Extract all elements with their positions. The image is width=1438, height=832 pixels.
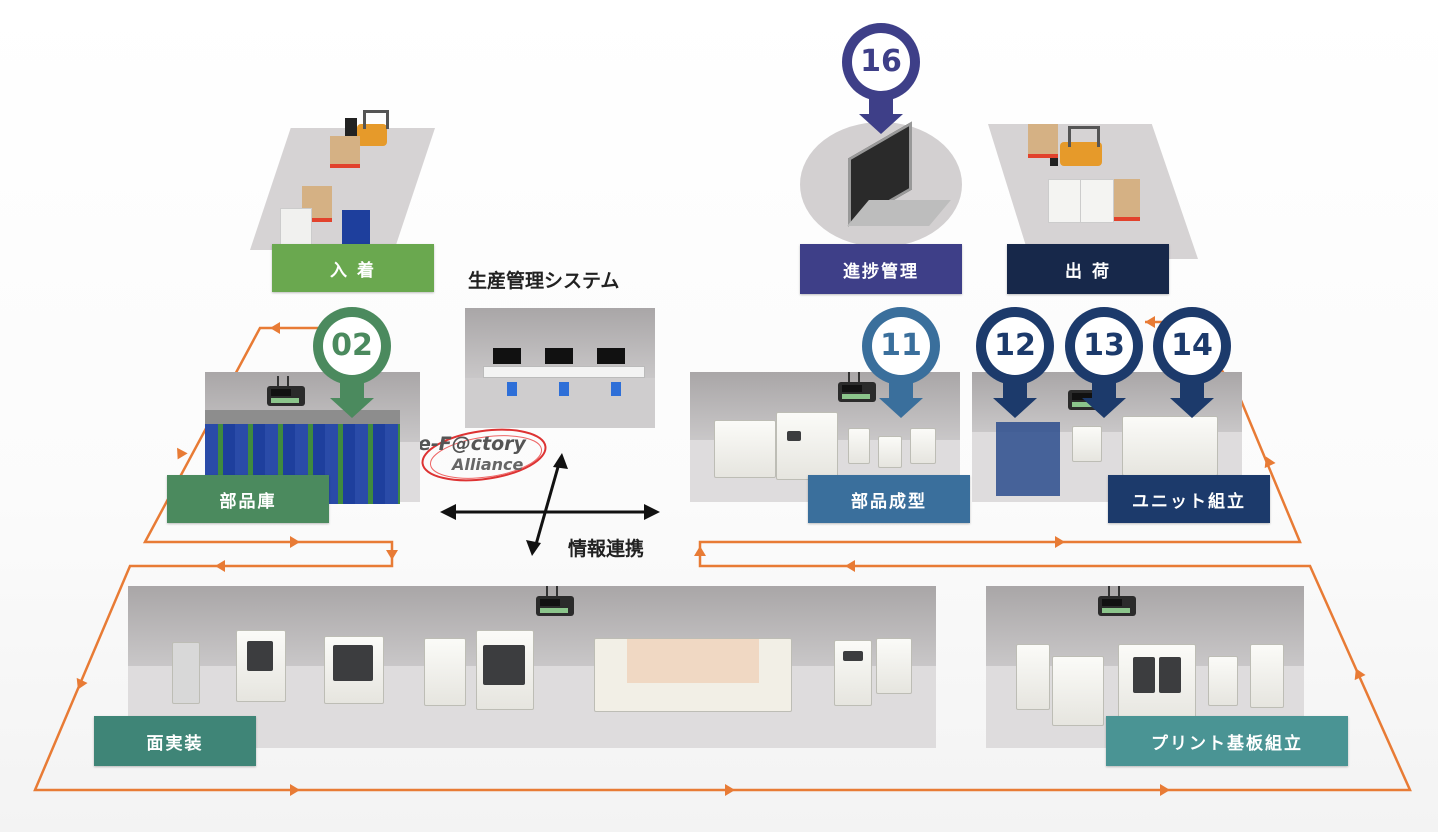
flow-arrow — [1354, 668, 1366, 681]
flow-arrow — [290, 784, 300, 796]
aoi-inspection — [834, 640, 872, 706]
e-factory-alliance-logo: e-F@ctory Alliance — [412, 425, 552, 485]
mounter — [476, 630, 534, 710]
label-smt: 面実装 — [94, 716, 256, 766]
laptop-icon — [838, 121, 951, 228]
forklift-icon — [345, 108, 390, 148]
parts-bins-icon — [342, 210, 370, 244]
operator-workstations — [483, 348, 645, 408]
pcb-machine — [1052, 656, 1104, 726]
white-container-icon — [1048, 179, 1082, 223]
label-parts-warehouse: 部品庫 — [167, 475, 329, 523]
assembly-line — [1122, 416, 1218, 476]
logo-text-efactory: e-F@ctory — [418, 433, 526, 455]
pin-number: 11 — [880, 328, 922, 363]
tablet-terminal-icon — [536, 586, 574, 616]
solder-printer — [236, 630, 286, 702]
pin-marker-icon — [313, 307, 391, 418]
location-pin-14[interactable]: 14 — [1151, 306, 1233, 418]
pin-number: 16 — [860, 44, 902, 79]
pin-marker-icon — [1153, 307, 1231, 418]
production-management-system-heading: 生産管理システム — [468, 270, 620, 292]
white-container-icon — [280, 208, 312, 246]
label-pcb-assembly: プリント基板組立 — [1106, 716, 1348, 766]
location-pin-13[interactable]: 13 — [1063, 306, 1145, 418]
mounter — [424, 638, 466, 706]
molding-unit — [910, 428, 936, 464]
flow-arrow — [845, 560, 855, 572]
location-pin-16[interactable]: 16 — [840, 22, 922, 134]
pin-number: 13 — [1083, 328, 1125, 363]
flow-arrow — [290, 536, 300, 548]
shipping-area — [988, 124, 1198, 259]
molding-unit — [848, 428, 870, 464]
tablet-terminal-icon — [1098, 586, 1136, 616]
flow-loop-smt — [33, 397, 1412, 792]
cardboard-boxes-icon — [330, 136, 360, 168]
smt-room — [128, 586, 936, 748]
tablet-terminal-icon — [838, 372, 876, 402]
pcb-machine — [1016, 644, 1050, 710]
assembly-machine — [1072, 426, 1102, 462]
flow-arrow — [694, 546, 706, 556]
flow-arrow — [177, 447, 188, 460]
unloader — [876, 638, 912, 694]
receiving-area — [250, 110, 435, 250]
flow-arrow — [1055, 536, 1065, 548]
label-unit-assembly: ユニット組立 — [1108, 475, 1270, 523]
location-pin-11[interactable]: 11 — [860, 306, 942, 418]
injection-molding-machine — [714, 420, 776, 478]
label-shipping: 出 荷 — [1007, 244, 1169, 294]
flow-arrow — [725, 784, 735, 796]
pcb-machine — [1250, 644, 1284, 708]
flow-arrow — [270, 322, 280, 334]
pcb-machine — [1118, 644, 1196, 724]
cardboard-boxes-icon — [1028, 124, 1058, 158]
flow-arrow — [1160, 784, 1170, 796]
pin-number: 14 — [1171, 328, 1213, 363]
pin-number: 12 — [994, 328, 1036, 363]
molding-unit — [776, 412, 838, 480]
reflow-oven — [594, 638, 792, 712]
label-receiving: 入 着 — [272, 244, 434, 292]
flow-arrow — [76, 677, 88, 690]
production-management-office — [465, 308, 655, 428]
pin-marker-icon — [862, 307, 940, 418]
white-container-icon — [1080, 179, 1114, 223]
flow-arrow — [1264, 456, 1276, 469]
forklift-icon — [1050, 124, 1106, 172]
logo-text-alliance: Alliance — [452, 455, 524, 474]
board-loader — [172, 642, 200, 704]
robot-cell — [996, 422, 1060, 496]
location-pin-12[interactable]: 12 — [974, 306, 1056, 418]
pin-marker-icon — [842, 23, 920, 134]
flow-arrow — [215, 560, 225, 572]
tablet-terminal-icon — [267, 376, 305, 406]
pin-marker-icon — [1065, 307, 1143, 418]
information-link-label: 情報連携 — [568, 538, 645, 560]
flow-arrow — [386, 550, 398, 560]
pin-marker-icon — [976, 307, 1054, 418]
pin-number: 02 — [331, 328, 373, 363]
spi-inspection — [324, 636, 384, 704]
pcb-machine — [1208, 656, 1238, 706]
cardboard-boxes-icon — [1114, 179, 1140, 221]
location-pin-02[interactable]: 02 — [311, 306, 393, 418]
molding-unit — [878, 436, 902, 468]
label-parts-molding: 部品成型 — [808, 475, 970, 523]
label-progress-management: 進捗管理 — [800, 244, 962, 294]
